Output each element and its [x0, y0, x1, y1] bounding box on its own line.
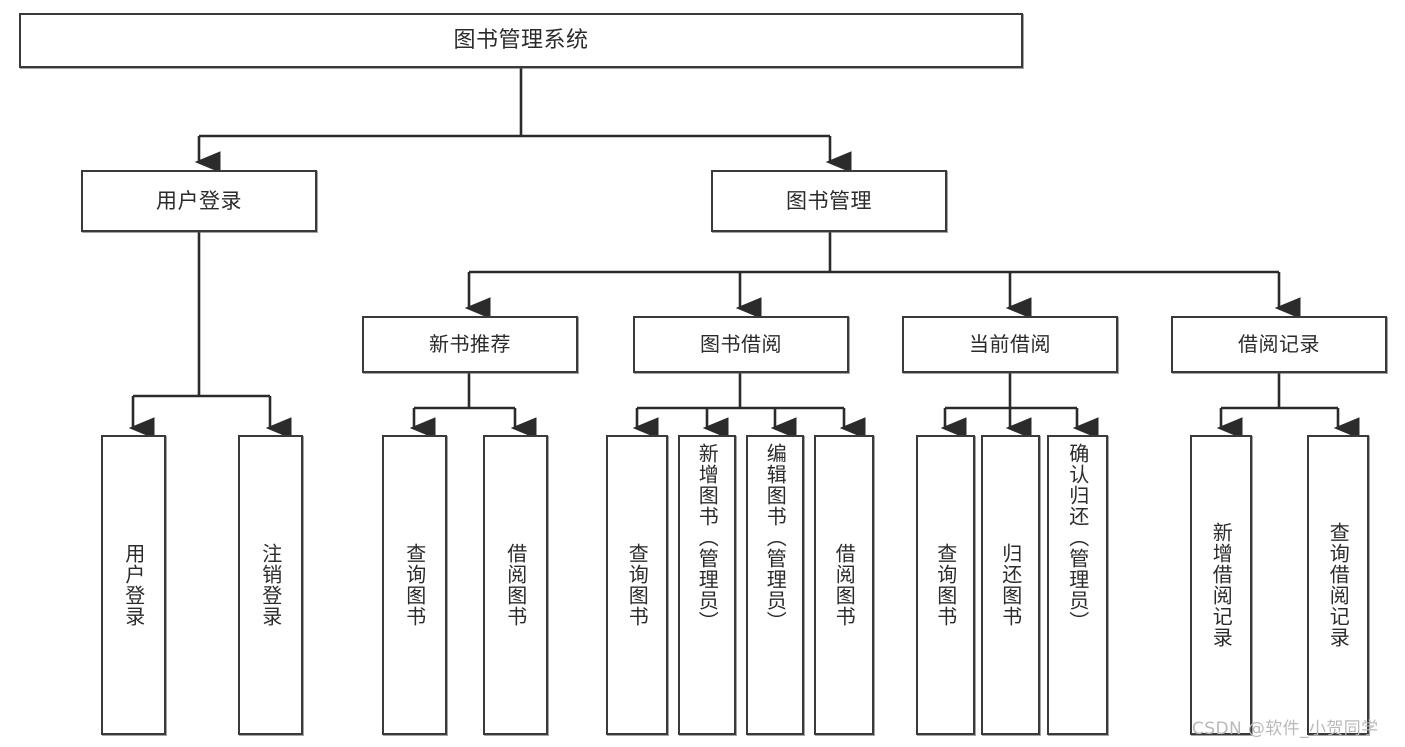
- node-label: 用户登录: [121, 543, 146, 627]
- node-leaf-query-book-current[interactable]: 查询图书: [916, 435, 975, 735]
- node-label: 查询图书: [402, 543, 427, 627]
- node-book-borrow[interactable]: 图书借阅: [633, 316, 849, 373]
- node-label: 查询图书: [625, 543, 650, 627]
- node-leaf-logout-login[interactable]: 注销登录: [238, 435, 303, 735]
- node-leaf-return-book[interactable]: 归还图书: [981, 435, 1040, 735]
- node-label: 确认归还（管理员）: [1065, 443, 1090, 632]
- node-label: 借阅图书: [503, 543, 528, 627]
- node-current-borrow[interactable]: 当前借阅: [902, 316, 1118, 373]
- node-label: 新书推荐: [429, 331, 511, 356]
- node-leaf-add-book-admin[interactable]: 新增图书（管理员）: [678, 435, 736, 735]
- node-user-login[interactable]: 用户登录: [81, 170, 317, 232]
- node-label: 借阅图书: [832, 543, 857, 627]
- node-leaf-query-borrow-record[interactable]: 查询借阅记录: [1307, 435, 1369, 735]
- node-leaf-borrow-book[interactable]: 借阅图书: [814, 435, 874, 735]
- watermark-text: CSDN @软件_小贺同学: [1192, 719, 1379, 739]
- node-leaf-add-borrow-record[interactable]: 新增借阅记录: [1190, 435, 1252, 735]
- node-label: 图书管理系统: [453, 27, 589, 53]
- node-label: 查询借阅记录: [1326, 522, 1351, 648]
- node-label: 查询图书: [933, 543, 958, 627]
- node-label: 新增图书（管理员）: [695, 443, 720, 632]
- node-leaf-query-book-borrow[interactable]: 查询图书: [606, 435, 668, 735]
- node-label: 用户登录: [156, 188, 242, 213]
- node-root-book-management-system[interactable]: 图书管理系统: [19, 13, 1023, 68]
- node-label: 图书管理: [786, 188, 872, 213]
- node-book-management[interactable]: 图书管理: [711, 170, 947, 232]
- node-leaf-user-login[interactable]: 用户登录: [101, 435, 166, 735]
- node-label: 编辑图书（管理员）: [763, 443, 788, 632]
- node-label: 注销登录: [258, 543, 283, 627]
- node-leaf-edit-book-admin[interactable]: 编辑图书（管理员）: [746, 435, 804, 735]
- node-label: 新增借阅记录: [1209, 522, 1234, 648]
- node-leaf-query-book-newbook[interactable]: 查询图书: [382, 435, 447, 735]
- node-borrow-record[interactable]: 借阅记录: [1171, 316, 1387, 373]
- node-leaf-confirm-return-admin[interactable]: 确认归还（管理员）: [1047, 435, 1108, 735]
- node-new-book-recommend[interactable]: 新书推荐: [362, 316, 578, 373]
- node-label: 归还图书: [998, 543, 1023, 627]
- node-leaf-borrow-book-newbook[interactable]: 借阅图书: [483, 435, 548, 735]
- node-label: 图书借阅: [700, 331, 782, 356]
- node-label: 借阅记录: [1238, 331, 1320, 356]
- node-label: 当前借阅: [969, 331, 1051, 356]
